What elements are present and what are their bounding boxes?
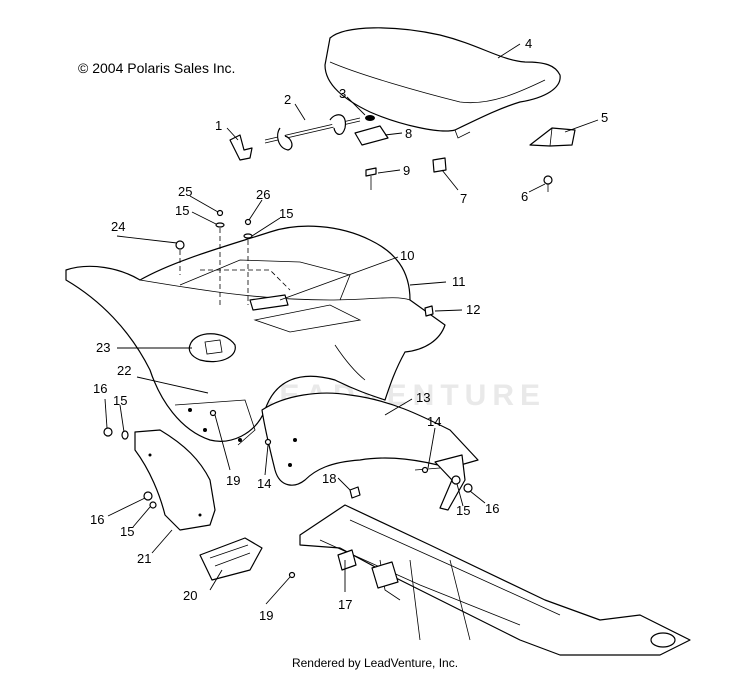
callout-1: 1 (215, 118, 222, 133)
mud-flap[interactable] (134, 429, 216, 531)
callout-15: 15 (120, 524, 134, 539)
fuel-cap-cover[interactable] (188, 333, 236, 363)
callout-15: 15 (113, 393, 127, 408)
grommet[interactable] (432, 157, 447, 173)
push-rivet[interactable] (543, 175, 553, 192)
callout-12: 12 (466, 302, 480, 317)
fender-decal[interactable] (249, 294, 289, 311)
footrest-plate[interactable] (199, 537, 263, 581)
inner-fender-panel[interactable] (174, 399, 256, 446)
copyright-text: © 2004 Polaris Sales Inc. (78, 60, 236, 76)
callout-2: 2 (284, 92, 291, 107)
fastener-group (103, 209, 473, 579)
callout-9: 9 (403, 163, 410, 178)
callout-13: 13 (416, 390, 430, 405)
latch-clip[interactable] (365, 115, 375, 121)
rear-fender[interactable] (65, 225, 446, 442)
screw[interactable] (365, 167, 377, 190)
callout-19: 19 (259, 608, 273, 623)
callout-labels: 1 2 3 4 5 6 7 8 9 10 11 12 13 14 14 15 1… (90, 36, 608, 623)
callout-24: 24 (111, 219, 125, 234)
callout-16: 16 (90, 512, 104, 527)
callout-20: 20 (183, 588, 197, 603)
callout-6: 6 (521, 189, 528, 204)
callout-4: 4 (525, 36, 532, 51)
callout-16: 16 (93, 381, 107, 396)
callout-11: 11 (452, 274, 466, 289)
seat-latch-spring[interactable] (229, 134, 253, 161)
footer-credit: Rendered by LeadVenture, Inc. (291, 656, 459, 670)
callout-15: 15 (456, 503, 470, 518)
leader-lines (104, 43, 599, 605)
callout-14: 14 (257, 476, 271, 491)
seat-latch-rod[interactable] (264, 114, 361, 151)
callout-17: 17 (338, 597, 352, 612)
callout-15: 15 (175, 203, 189, 218)
callout-25: 25 (178, 184, 192, 199)
callout-23: 23 (96, 340, 110, 355)
seat[interactable] (324, 27, 561, 139)
callout-18: 18 (322, 471, 336, 486)
callout-19: 19 (226, 473, 240, 488)
seat-pad[interactable] (354, 125, 389, 146)
callout-10: 10 (400, 248, 414, 263)
fender-clip[interactable] (424, 305, 434, 317)
callout-26: 26 (256, 187, 270, 202)
callout-8: 8 (405, 126, 412, 141)
callout-15: 15 (279, 206, 293, 221)
side-panel[interactable] (261, 392, 479, 486)
callout-5: 5 (601, 110, 608, 125)
callout-16: 16 (485, 501, 499, 516)
vehicle-frame (299, 486, 691, 656)
callout-21: 21 (137, 551, 151, 566)
callout-14: 14 (427, 414, 441, 429)
install-line (200, 269, 291, 291)
callout-3: 3 (339, 86, 346, 101)
callout-22: 22 (117, 363, 131, 378)
callout-7: 7 (460, 191, 467, 206)
seat-bracket[interactable] (529, 127, 576, 147)
